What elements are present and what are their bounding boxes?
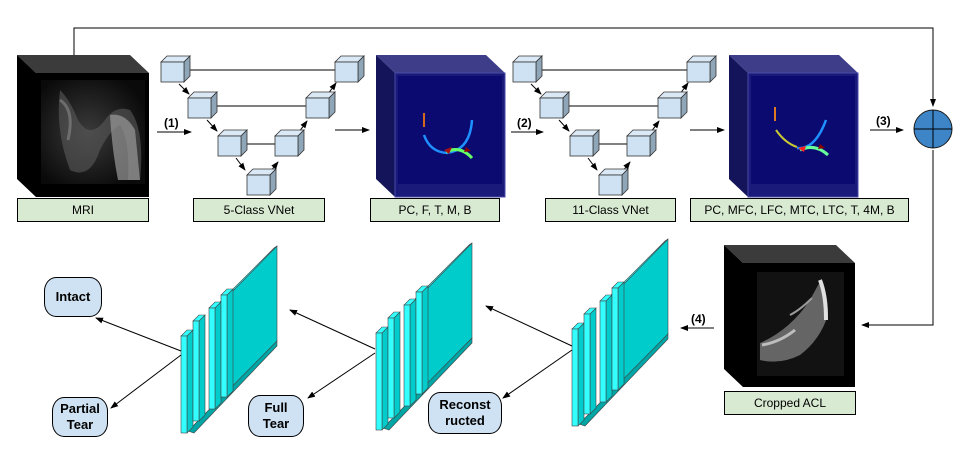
mri-label: MRI [17,198,149,222]
classifier-layer [180,335,188,434]
vnet-block-icon [569,129,600,157]
classifier-layer [583,313,591,415]
class-reconstructed-line2: ructed [445,413,485,428]
class-partial-tear: Partial Tear [52,397,108,437]
classifier-layer [192,320,200,422]
class-reconstructed-line1: Reconst [439,397,491,412]
classifier-layer [599,300,607,403]
step-1-label: (1) [164,116,179,130]
vnet-block-icon [686,55,717,83]
classifier-output-arrows [95,305,573,409]
classifier-layer [611,287,619,391]
vnet-block-icon [160,55,191,83]
skip-connection-line [73,27,936,328]
vnet-flow-arrow [235,157,246,171]
class-full-line1: Full [264,400,288,415]
class-intact: Intact [44,277,102,317]
vnet-block-icon [626,129,657,157]
vnet11-label: 11-Class VNet [545,198,676,222]
classifier-layer [375,332,383,431]
classifier-layer [387,317,395,419]
classifier-layer [415,291,423,395]
seg5-label: PC, F, T, M, B [370,198,500,222]
class-intact-text: Intact [55,289,91,304]
vnet-block-icon [539,91,570,119]
vnet-block-icon [187,91,218,119]
seg11-label: PC, MFC, LFC, MTC, LTC, T, 4M, B [690,198,909,222]
classifier-layer [208,307,216,410]
circle-plus-icon [913,109,953,149]
classifier-layer [571,328,579,427]
step-4-label: (4) [691,312,706,326]
class-full-tear: Full Tear [248,395,304,437]
vnet-block-icon [305,91,336,119]
classifier-stage-2-icon [375,242,473,431]
vnet-block-icon [274,129,305,157]
step-2-label: (2) [517,116,532,130]
vnet-5-class-icon [160,55,365,196]
vnet-flow-arrow [206,119,218,132]
vnet-flow-arrow [178,83,190,95]
vnet-flow-arrow [530,83,542,95]
class-partial-line1: Partial [60,401,100,416]
vnet-block-icon [334,55,365,83]
vnet-block-icon [246,168,277,196]
vnet-block-icon [512,55,543,83]
mri-volume-icon [17,55,149,197]
vnet5-label: 5-Class VNet [193,198,325,222]
vnet-flow-arrow [587,157,598,171]
classifier-layer [403,304,411,407]
classifier-layer [220,294,228,398]
vnet-block-icon [598,168,629,196]
class-full-line2: Tear [262,416,290,431]
class-reconstructed: Reconst ructed [428,392,502,434]
step-3-label: (3) [876,114,891,128]
vnet-flow-arrow [558,119,570,132]
segmentation-volume-5-icon [376,55,506,198]
vnet-block-icon [217,129,248,157]
class-partial-line2: Tear [66,417,94,432]
classifier-stage-1-icon [180,245,278,434]
classifier-stage-3-icon [571,238,669,427]
segmentation-volume-11-icon [729,55,859,198]
cropped-acl-volume-icon [724,245,855,387]
vnet-block-icon [657,91,688,119]
cropped-acl-label: Cropped ACL [724,391,856,415]
vnet-11-class-icon [512,55,717,196]
